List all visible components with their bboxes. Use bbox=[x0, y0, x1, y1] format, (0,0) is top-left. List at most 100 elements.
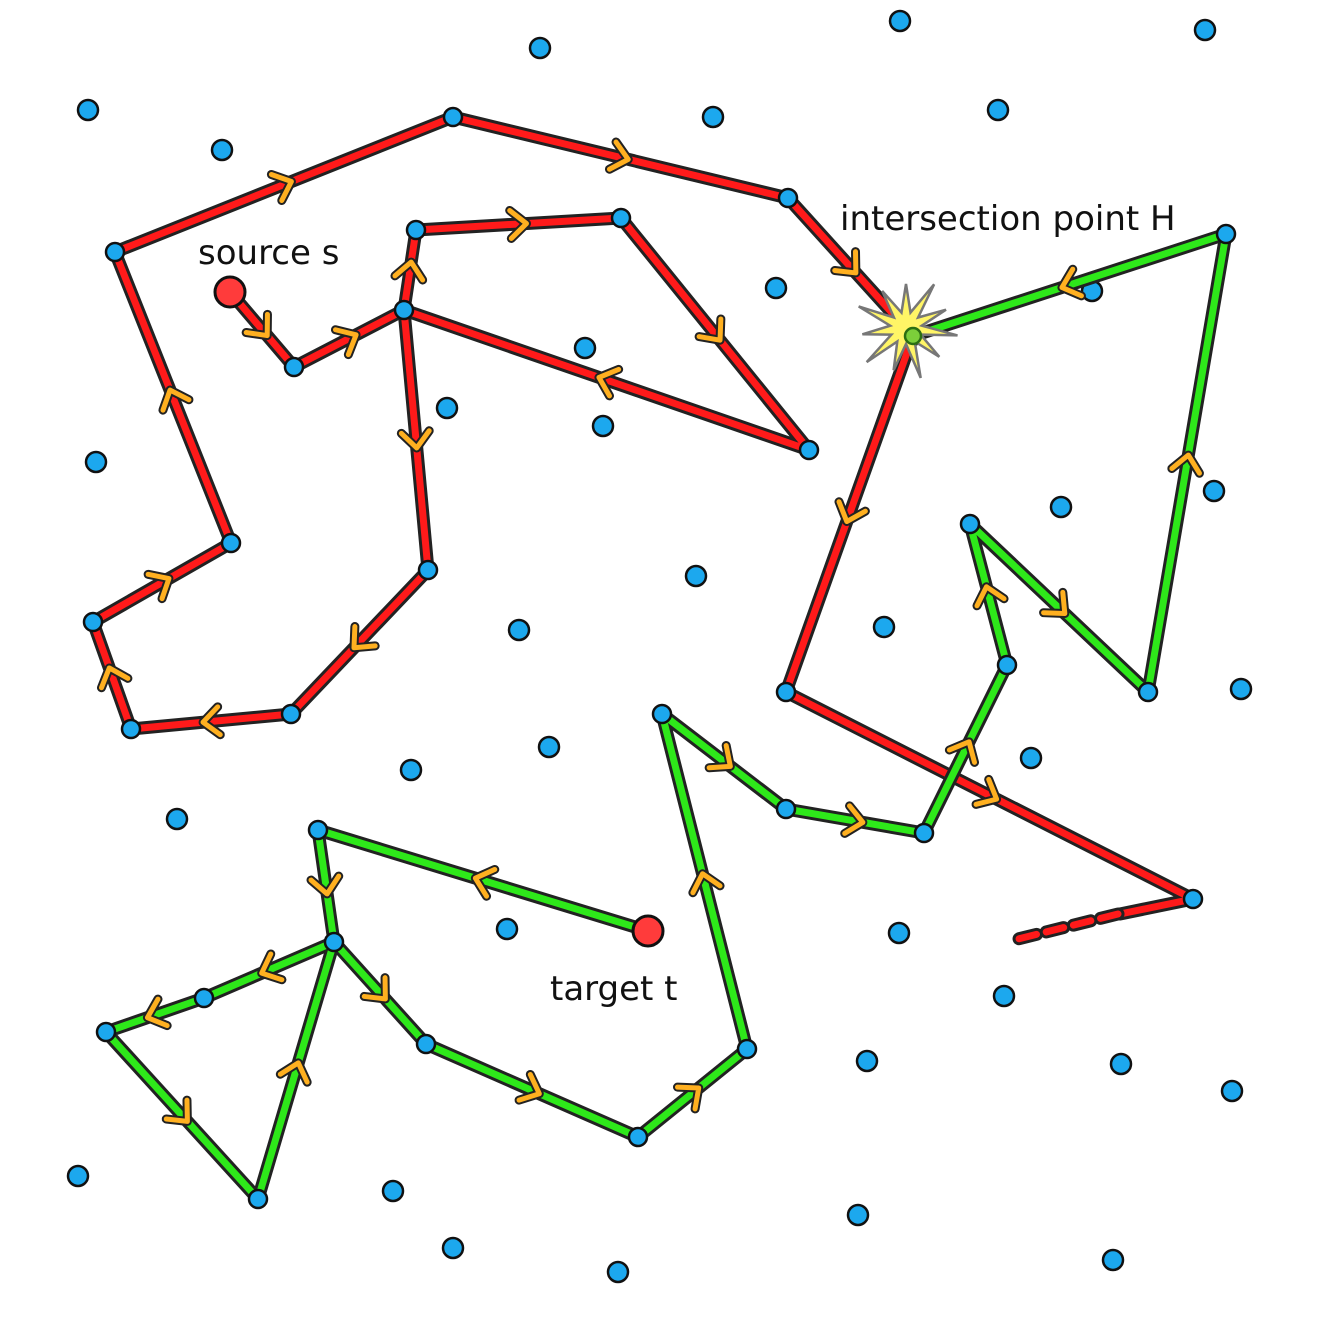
path-node bbox=[283, 356, 305, 378]
path-node bbox=[1182, 888, 1204, 910]
scattered-point bbox=[1220, 1079, 1244, 1103]
path-node bbox=[120, 718, 142, 740]
scattered-point bbox=[441, 1236, 465, 1260]
scattered-point bbox=[855, 1049, 879, 1073]
path-node bbox=[307, 819, 329, 841]
direction-arrow bbox=[259, 951, 285, 983]
scattered-point bbox=[1229, 677, 1253, 701]
direction-arrow bbox=[1059, 266, 1084, 299]
backward-search-path bbox=[102, 230, 1230, 1203]
intersection-label: intersection point H bbox=[840, 199, 1176, 239]
direction-arrow bbox=[332, 327, 359, 358]
scattered-point bbox=[764, 276, 788, 300]
direction-arrow bbox=[145, 571, 172, 602]
scattered-point bbox=[846, 1203, 870, 1227]
forward-path-continuation bbox=[1010, 910, 1122, 944]
direction-arrow bbox=[392, 259, 426, 283]
direction-arrows bbox=[96, 137, 1204, 1126]
direction-arrow bbox=[472, 866, 498, 899]
path-node bbox=[104, 241, 126, 263]
scattered-point bbox=[1049, 495, 1073, 519]
path-node bbox=[627, 1126, 649, 1148]
direction-arrow bbox=[706, 743, 733, 771]
scattered-point bbox=[165, 807, 189, 831]
direction-arrow bbox=[160, 387, 192, 413]
scattered-point bbox=[701, 105, 725, 129]
scattered-point bbox=[528, 36, 552, 60]
path-node bbox=[775, 798, 797, 820]
path-node bbox=[220, 532, 242, 554]
direction-arrow bbox=[690, 871, 723, 896]
scattered-point bbox=[66, 1164, 90, 1188]
path-node bbox=[913, 822, 935, 844]
direction-arrow bbox=[842, 803, 866, 836]
scattered-point bbox=[606, 1260, 630, 1284]
direction-arrow bbox=[507, 207, 529, 241]
direction-arrow bbox=[606, 139, 631, 172]
path-node bbox=[415, 1033, 437, 1055]
direction-arrow bbox=[163, 1097, 190, 1124]
direction-arrow bbox=[674, 1084, 702, 1112]
scattered-point bbox=[1202, 479, 1226, 503]
direction-arrow bbox=[398, 428, 432, 451]
direction-arrow bbox=[243, 311, 270, 339]
direction-arrow bbox=[516, 1071, 542, 1103]
path-node bbox=[996, 654, 1018, 676]
path-node bbox=[651, 703, 673, 725]
target-node bbox=[631, 914, 665, 948]
source-label: source s bbox=[198, 233, 339, 273]
scattered-point bbox=[210, 138, 234, 162]
scattered-point bbox=[872, 615, 896, 639]
special-markers bbox=[213, 275, 958, 948]
scattered-point bbox=[888, 9, 912, 33]
scattered-point bbox=[399, 758, 423, 782]
paths bbox=[86, 110, 1233, 1206]
path-node bbox=[1215, 223, 1237, 245]
path-node bbox=[775, 681, 797, 703]
scattered-point bbox=[495, 917, 519, 941]
direction-arrow bbox=[974, 584, 1007, 609]
scattered-point bbox=[573, 336, 597, 360]
scattered-point bbox=[684, 564, 708, 588]
direction-arrow bbox=[268, 171, 294, 203]
path-node bbox=[247, 1188, 269, 1210]
direction-arrow bbox=[200, 704, 223, 738]
direction-arrow bbox=[277, 1060, 310, 1085]
scattered-point bbox=[1019, 746, 1043, 770]
direction-arrow bbox=[946, 739, 978, 765]
direction-arrow bbox=[308, 873, 342, 897]
scattered-point bbox=[591, 414, 615, 438]
direction-arrow bbox=[1041, 589, 1068, 616]
direction-arrow bbox=[1169, 452, 1202, 476]
path-node bbox=[959, 513, 981, 535]
scattered-point bbox=[537, 735, 561, 759]
direction-arrow bbox=[144, 996, 170, 1029]
path-node bbox=[280, 703, 302, 725]
path-node bbox=[798, 439, 820, 461]
direction-arrow bbox=[832, 249, 859, 276]
scattered-point bbox=[1193, 18, 1217, 42]
scattered-point bbox=[1101, 1248, 1125, 1272]
path-node bbox=[393, 299, 415, 321]
path-node bbox=[777, 187, 799, 209]
path-node bbox=[417, 559, 439, 581]
direction-arrow bbox=[98, 665, 131, 691]
path-node bbox=[82, 611, 104, 633]
scattered-point bbox=[435, 396, 459, 420]
direction-arrow bbox=[973, 776, 1000, 807]
intersection-node bbox=[903, 326, 923, 346]
path-node bbox=[193, 987, 215, 1009]
direction-arrow bbox=[696, 316, 724, 343]
path-node bbox=[442, 106, 464, 128]
path-node bbox=[1137, 681, 1159, 703]
scattered-point bbox=[507, 618, 531, 642]
direction-arrow bbox=[351, 624, 378, 651]
target-label: target t bbox=[550, 969, 678, 1009]
direction-arrow bbox=[596, 366, 622, 399]
path-node bbox=[736, 1038, 758, 1060]
scattered-point bbox=[84, 450, 108, 474]
scattered-point bbox=[381, 1179, 405, 1203]
scattered-point bbox=[1109, 1052, 1133, 1076]
